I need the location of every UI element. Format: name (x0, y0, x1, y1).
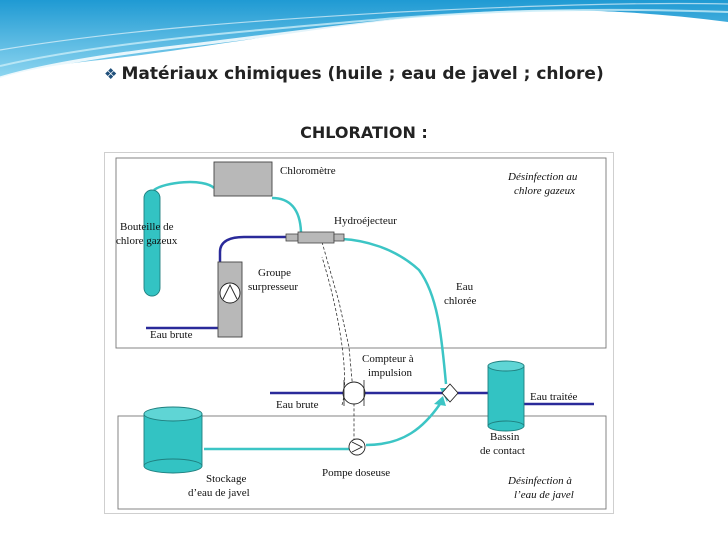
label-desinfection-gaz-1: Désinfection au (507, 171, 578, 183)
pipe-chlorometre-hydroejecteur (271, 196, 303, 233)
label-eau-traitee: Eau traitée (530, 391, 577, 403)
pump-surpresseur-symbol (222, 283, 238, 300)
label-bouteille-1: Bouteille de (120, 221, 174, 233)
diagram-border (104, 152, 614, 514)
label-desinfection-gaz-2: chlore gazeux (514, 185, 575, 197)
label-hydroejecteur: Hydroéjecteur (334, 215, 397, 227)
stockage-javel (143, 406, 203, 474)
compteur-impulsion-icon (342, 381, 366, 405)
bullet-line: ❖Matériaux chimiques (huile ; eau de jav… (104, 64, 704, 84)
pipe-eau-chloree (341, 237, 448, 385)
label-groupe-1: Groupe (258, 267, 291, 279)
label-compteur-2: impulsion (368, 367, 413, 379)
label-desinfection-javel-1: Désinfection à (507, 475, 572, 487)
label-bassin-2: de contact (480, 445, 525, 457)
pipe-pompe-injection (365, 403, 442, 447)
frame-eau-de-javel (117, 415, 607, 510)
chlorometre-box (213, 161, 273, 197)
label-stockage-1: Stockage (206, 473, 246, 485)
point-injection (441, 383, 459, 403)
label-groupe-2: surpresseur (248, 281, 298, 293)
pipe-bouteille-chlorometre (153, 180, 215, 192)
label-eau-brute-top: Eau brute (150, 329, 193, 341)
bouteille-chlore (143, 189, 161, 297)
bassin-contact (487, 360, 525, 432)
label-pompe-doseuse: Pompe doseuse (322, 467, 390, 479)
hydroejecteur (285, 231, 345, 244)
label-bouteille-2: chlore gazeux (116, 235, 178, 247)
label-eau-chloree-2: chlorée (444, 295, 476, 307)
label-chlorometre: Chloromètre (280, 165, 336, 177)
label-bassin-1: Bassin (490, 431, 520, 443)
bullet-text: Matériaux chimiques (huile ; eau de jave… (121, 64, 604, 84)
frame-chlore-gazeux (115, 157, 607, 349)
pipe-surpresseur-hydroejecteur (218, 235, 286, 280)
chlorination-diagram: Chloromètre Hydroéjecteur Bouteille de c… (104, 152, 614, 514)
pompe-doseuse-symbol (351, 441, 364, 453)
slide-header-decoration (0, 0, 728, 80)
cyan-pipes (153, 180, 448, 451)
arrow-pompe-injection (434, 396, 446, 406)
label-eau-brute-bottom: Eau brute (276, 399, 319, 411)
pump-surpresseur-icon (219, 282, 241, 304)
slide-subtitle: CHLORATION : (300, 123, 428, 142)
label-desinfection-javel-2: l’eau de javel (514, 489, 574, 501)
control-line-hydroejecteur (321, 241, 355, 442)
bullet-icon: ❖ (104, 65, 118, 83)
label-compteur-1: Compteur à (362, 353, 414, 365)
control-line-compteur (321, 256, 346, 406)
label-stockage-2: d’eau de javel (188, 487, 250, 499)
label-eau-chloree-1: Eau (456, 281, 474, 293)
